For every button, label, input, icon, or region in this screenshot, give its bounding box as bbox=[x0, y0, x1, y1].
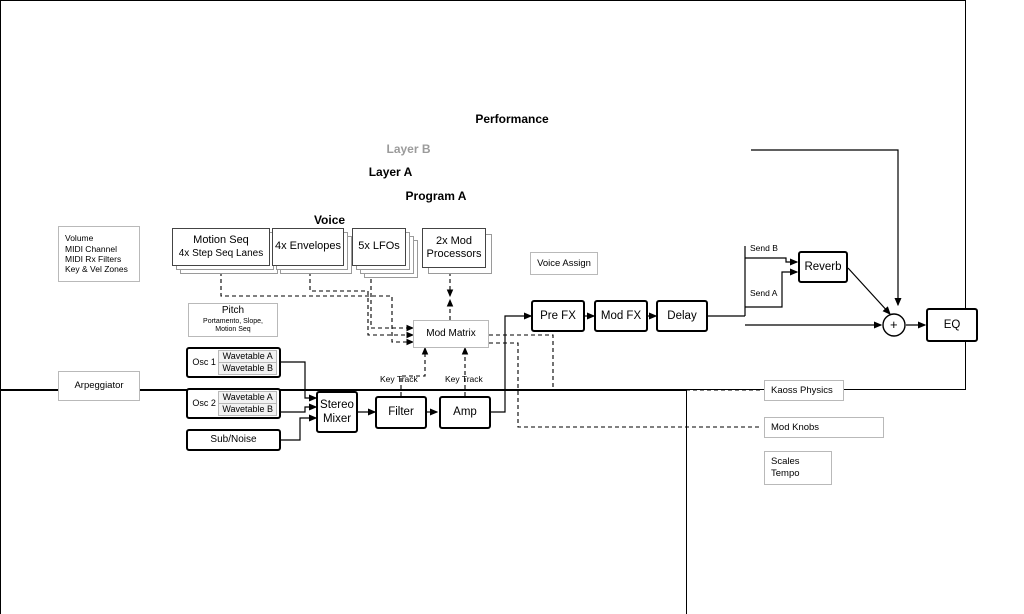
pitch-title: Pitch bbox=[221, 305, 245, 317]
kaoss-physics-box[interactable]: Kaoss Physics bbox=[764, 380, 844, 401]
scales-tempo-box[interactable]: Scales Tempo bbox=[764, 451, 832, 485]
motion-seq-line1: Motion Seq bbox=[193, 234, 249, 247]
layer-a-title: Layer A bbox=[368, 165, 413, 179]
key-track-label-filter: Key Track bbox=[380, 374, 418, 384]
performance-title: Performance bbox=[475, 112, 549, 126]
sum-node bbox=[882, 313, 906, 337]
envelopes-stack[interactable]: 4x Envelopes bbox=[272, 228, 354, 276]
arpeggiator-box[interactable]: Arpeggiator bbox=[58, 371, 140, 401]
program-a-title: Program A bbox=[405, 189, 467, 203]
envelopes-box[interactable]: 4x Envelopes bbox=[272, 228, 344, 266]
osc-1-wavetable-b[interactable]: Wavetable B bbox=[218, 363, 277, 375]
motion-seq-stack[interactable]: Motion Seq 4x Step Seq Lanes bbox=[172, 228, 278, 276]
sub-noise-box[interactable]: Sub/Noise bbox=[186, 429, 281, 451]
osc-2-wavetable-b[interactable]: Wavetable B bbox=[218, 404, 277, 416]
send-a-label: Send A bbox=[750, 288, 778, 298]
osc-2-box[interactable]: Osc 2 Wavetable A Wavetable B bbox=[186, 388, 281, 419]
amp-box[interactable]: Amp bbox=[439, 396, 491, 429]
osc-2-wavetable-a[interactable]: Wavetable A bbox=[218, 391, 277, 404]
pitch-detail1: Portamento, Slope, bbox=[203, 317, 263, 325]
pre-fx-box[interactable]: Pre FX bbox=[531, 300, 585, 332]
layer-b-title: Layer B bbox=[386, 142, 431, 156]
layer-b-frame bbox=[0, 390, 687, 614]
stereo-mixer-box[interactable]: Stereo Mixer bbox=[316, 391, 358, 433]
voice-title: Voice bbox=[313, 213, 346, 227]
osc-2-label: Osc 2 bbox=[192, 398, 216, 409]
send-b-label: Send B bbox=[750, 243, 778, 253]
key-track-label-amp: Key Track bbox=[445, 374, 483, 384]
mod-knobs-box[interactable]: Mod Knobs bbox=[764, 417, 884, 438]
osc-1-wavetable-a[interactable]: Wavetable A bbox=[218, 350, 277, 363]
osc-1-label: Osc 1 bbox=[192, 357, 216, 368]
mod-matrix-box[interactable]: Mod Matrix bbox=[413, 320, 489, 348]
lfos-box[interactable]: 5x LFOs bbox=[352, 228, 406, 266]
reverb-box[interactable]: Reverb bbox=[798, 251, 848, 283]
eq-box[interactable]: EQ bbox=[926, 308, 978, 342]
mod-proc-line1: 2x Mod bbox=[435, 234, 473, 247]
scales-label: Scales bbox=[771, 456, 800, 468]
pitch-box[interactable]: Pitch Portamento, Slope, Motion Seq bbox=[188, 303, 278, 337]
motion-seq-line2: 4x Step Seq Lanes bbox=[178, 247, 264, 259]
mod-proc-line2: Processors bbox=[426, 248, 482, 260]
motion-seq-box[interactable]: Motion Seq 4x Step Seq Lanes bbox=[172, 228, 270, 266]
performance-frame bbox=[0, 0, 966, 390]
osc-1-box[interactable]: Osc 1 Wavetable A Wavetable B bbox=[186, 347, 281, 378]
pitch-detail2: Motion Seq bbox=[215, 326, 251, 334]
filter-box[interactable]: Filter bbox=[375, 396, 427, 429]
sum-symbol: + bbox=[890, 317, 898, 332]
lfos-stack[interactable]: 5x LFOs bbox=[352, 228, 424, 280]
tempo-label: Tempo bbox=[771, 468, 800, 479]
voice-assign-box[interactable]: Voice Assign bbox=[530, 252, 598, 275]
mixer-line2: Mixer bbox=[322, 413, 352, 425]
mod-fx-box[interactable]: Mod FX bbox=[594, 300, 648, 332]
mod-processors-stack[interactable]: 2x Mod Processors bbox=[422, 228, 496, 276]
delay-box[interactable]: Delay bbox=[656, 300, 708, 332]
mod-processors-box[interactable]: 2x Mod Processors bbox=[422, 228, 486, 268]
mixer-line1: Stereo bbox=[320, 398, 354, 411]
global-params-box[interactable]: Volume MIDI Channel MIDI Rx Filters Key … bbox=[58, 226, 140, 282]
